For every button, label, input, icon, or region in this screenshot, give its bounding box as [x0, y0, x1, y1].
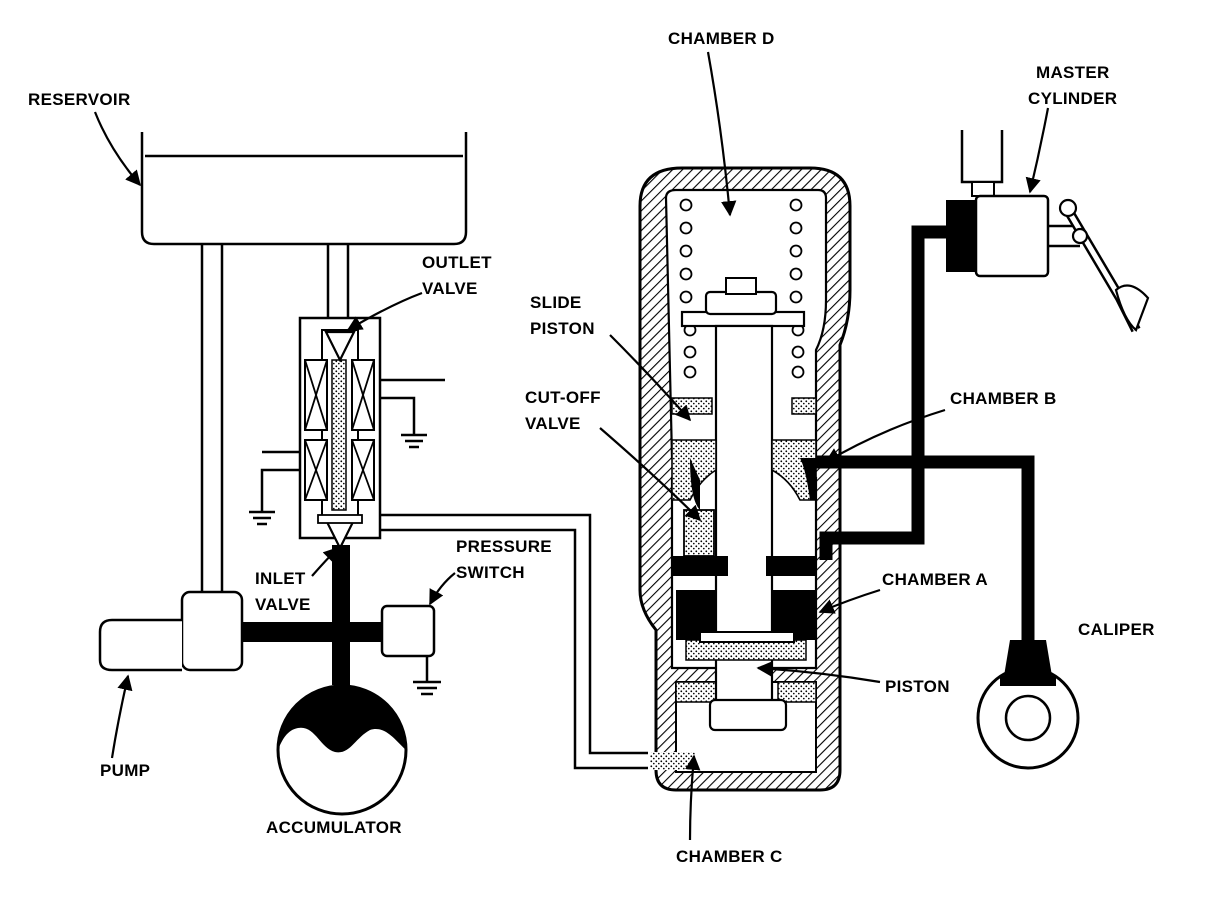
return-line	[380, 513, 648, 770]
label-inlet-2: VALVE	[255, 595, 311, 614]
label-inlet-1: INLET	[255, 569, 306, 588]
label-accumulator: ACCUMULATOR	[266, 818, 402, 837]
label-slide-2: PISTON	[530, 319, 595, 338]
label-chamber-d: CHAMBER D	[668, 29, 775, 48]
label-cutoff-1: CUT-OFF	[525, 388, 601, 407]
reservoir-lines	[200, 244, 350, 595]
reservoir-tank	[140, 132, 468, 246]
leader-arrows	[93, 51, 1050, 841]
label-outlet-2: VALVE	[422, 279, 478, 298]
accumulator	[276, 684, 408, 816]
modulator-body	[638, 166, 852, 792]
label-outlet-1: OUTLET	[422, 253, 492, 272]
master-cylinder	[946, 130, 1150, 333]
label-reservoir: RESERVOIR	[28, 90, 131, 109]
high-pressure-lines	[242, 545, 382, 685]
label-master-1: MASTER	[1036, 63, 1110, 82]
label-master-2: CYLINDER	[1028, 89, 1117, 108]
label-chamber-b: CHAMBER B	[950, 389, 1057, 408]
label-chamber-c: CHAMBER C	[676, 847, 783, 866]
caliper	[976, 640, 1080, 770]
labels: RESERVOIR CHAMBER D MASTER CYLINDER OUTL…	[28, 29, 1155, 866]
label-cutoff-2: VALVE	[525, 414, 581, 433]
brake-lines	[816, 225, 1035, 640]
label-piston: PISTON	[885, 677, 950, 696]
label-pump: PUMP	[100, 761, 150, 780]
label-chamber-a: CHAMBER A	[882, 570, 988, 589]
solenoid-valve	[260, 316, 445, 551]
label-caliper: CALIPER	[1078, 620, 1155, 639]
pump	[98, 590, 244, 672]
label-slide-1: SLIDE	[530, 293, 582, 312]
label-pressure-2: SWITCH	[456, 563, 525, 582]
pressure-switch	[380, 604, 436, 682]
springs	[679, 198, 805, 379]
label-pressure-1: PRESSURE	[456, 537, 552, 556]
